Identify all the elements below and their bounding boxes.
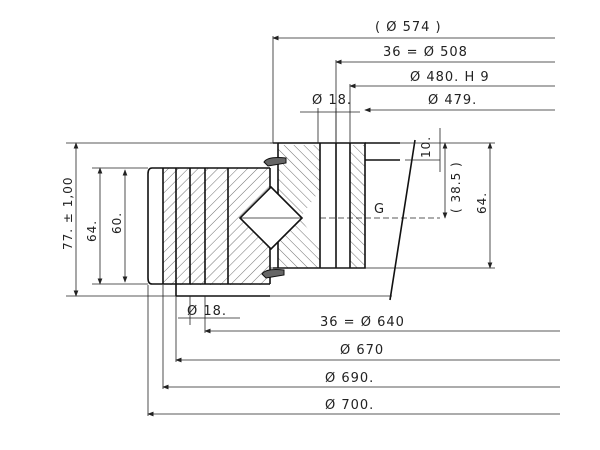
dim-18-top: Ø 18. (312, 93, 352, 108)
dim-64-left: 64. (85, 220, 99, 242)
dim-77: 77. ± 1,00 (61, 177, 75, 251)
dim-64-right: 64. (475, 192, 489, 214)
dim-700: Ø 700. (325, 398, 374, 413)
dim-480: Ø 480. H 9 (410, 70, 490, 85)
dim-18-bottom: Ø 18. (187, 304, 227, 319)
gear-section: G (270, 139, 440, 301)
top-dimensions: ( Ø 574 ) 36 = Ø 508 Ø 480. H 9 Ø 479. Ø… (272, 20, 555, 143)
left-height-dimensions: 77. ± 1,00 64. 60. (61, 142, 273, 297)
dim-690: Ø 690. (325, 371, 374, 386)
cross-roller (238, 185, 304, 251)
dim-60: 60. (110, 212, 124, 234)
right-height-dimensions: 10. ( 38.5 ) 64. (395, 128, 495, 269)
seals (261, 157, 287, 279)
dim-10: 10. (419, 136, 433, 158)
bottom-dimensions: Ø 18. 36 = Ø 640 Ø 670 Ø 690. Ø 700. (147, 285, 560, 417)
gear-label: G (374, 202, 385, 217)
dim-670: Ø 670 (340, 343, 384, 358)
outer-ring (147, 167, 271, 297)
dim-479: Ø 479. (428, 93, 477, 108)
dim-574: ( Ø 574 ) (375, 20, 442, 35)
dim-508: 36 = Ø 508 (383, 45, 468, 60)
dim-640: 36 = Ø 640 (320, 315, 405, 330)
dim-38-5: ( 38.5 ) (449, 161, 463, 213)
